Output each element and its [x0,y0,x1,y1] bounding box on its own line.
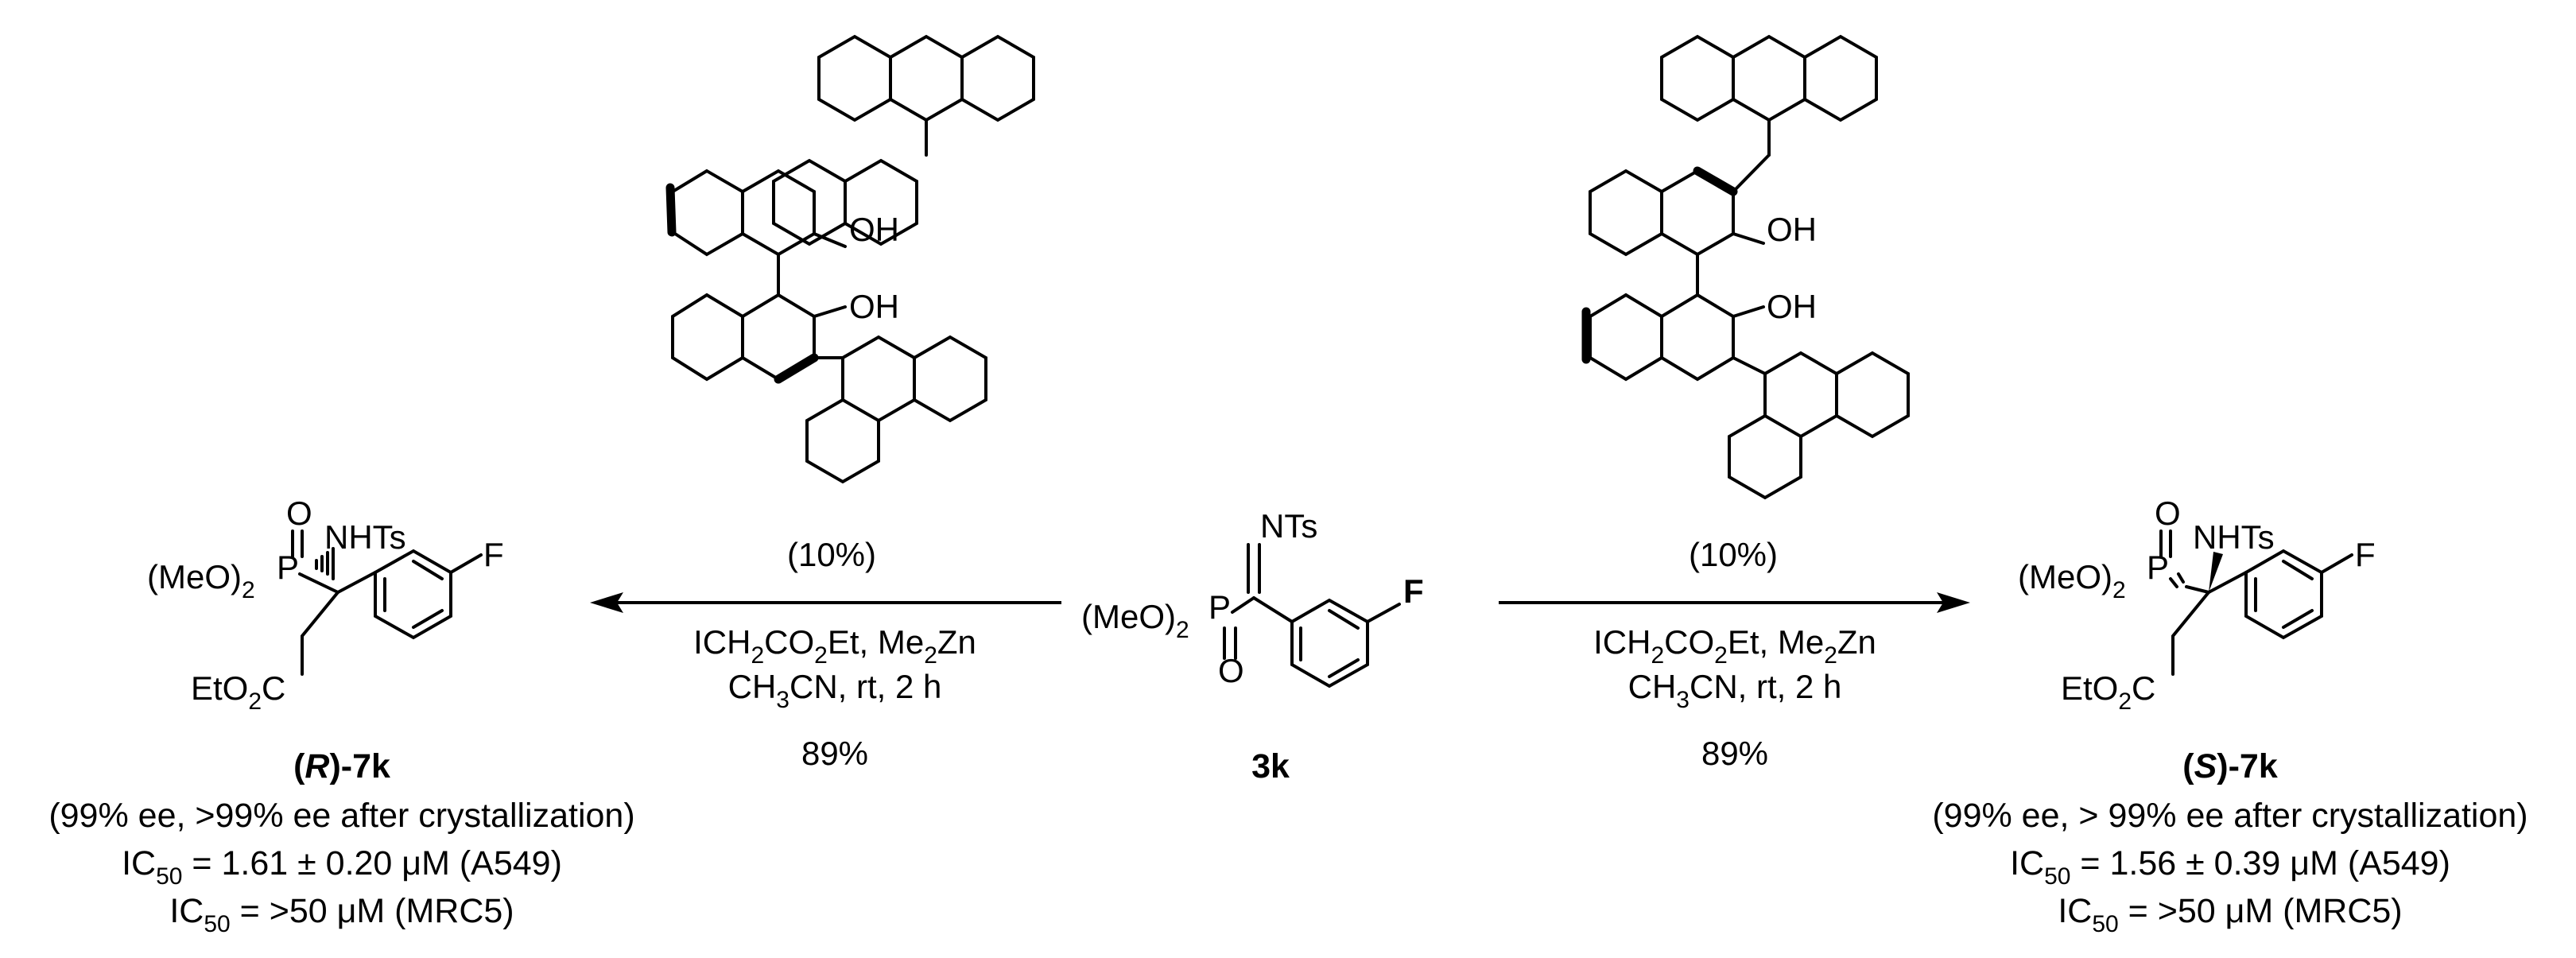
substrate-p: P [1208,588,1231,626]
product-left: O NHTs (MeO)2 P F EtO2C (R)-7k (99% ee, … [48,495,634,937]
catalyst-left-oh-bottom: OH [849,288,899,325]
product-right-label: (S)-7k [2182,747,2278,785]
right-yield: 89% [1701,735,1768,772]
product-right-nhts: NHTs [2193,518,2275,556]
product-left-ee: (99% ee, >99% ee after crystallization) [48,797,634,835]
catalyst-right-oh-bottom: OH [1767,288,1817,325]
product-right-ic50-mrc5: IC50 = >50 μM (MRC5) [2058,892,2402,937]
catalyst-left-loading: (10%) [787,536,876,573]
catalyst-left: OH OH (10%) [665,34,1035,573]
catalyst-right-loading: (10%) [1689,536,1778,573]
product-left-nhts: NHTs [324,518,406,556]
left-yield: 89% [801,735,868,772]
left-reaction: ICH2CO2Et, Me2Zn CH3CN, rt, 2 h 89% [590,592,1061,772]
product-left-f: F [483,536,504,573]
substrate-label: 3k [1251,747,1290,785]
product-left-ic50-mrc5: IC50 = >50 μM (MRC5) [169,892,514,937]
product-right-ic50-a549: IC50 = 1.56 ± 0.39 μM (A549) [2010,844,2450,890]
substrate-nts: NTs [1260,507,1317,545]
catalyst-right: OH OH (10%) [1581,34,1910,573]
product-right-p: P [2147,549,2169,586]
product-right: O NHTs (MeO)2 P F EtO2C (S)-7k (99% ee, … [1932,495,2528,937]
substrate-o: O [1218,652,1244,689]
product-right-ee: (99% ee, > 99% ee after crystallization) [1932,797,2528,835]
product-right-hash-bond [2169,572,2185,588]
right-reagents-line2: CH3CN, rt, 2 h [1628,668,1842,713]
right-arrowhead [1937,592,1970,613]
product-right-o: O [2155,495,2181,532]
catalyst-right-oh-top: OH [1767,211,1817,248]
product-left-eto2c: EtO2C [191,669,285,715]
product-left-hash-wedge [315,547,335,580]
product-left-o: O [286,495,312,532]
catalyst-left-oh-top: OH [849,211,899,248]
left-reagents-line2: CH3CN, rt, 2 h [728,668,942,713]
left-arrowhead [590,592,623,613]
product-right-eto2c: EtO2C [2061,669,2155,715]
product-right-f: F [2355,536,2376,573]
product-left-label: (R)-7k [293,747,390,785]
product-left-p: P [277,549,299,586]
substrate-3k: NTs (MeO)2 P O F 3k [1081,507,1424,785]
product-left-ic50-a549: IC50 = 1.61 ± 0.20 μM (A549) [122,844,562,890]
substrate-meo: (MeO)2 [1081,598,1189,643]
substrate-f: F [1403,572,1424,610]
left-reagents-line1: ICH2CO2Et, Me2Zn [693,623,976,669]
product-right-wedge [2209,552,2223,592]
right-reagents-line1: ICH2CO2Et, Me2Zn [1593,623,1876,669]
right-reaction: ICH2CO2Et, Me2Zn CH3CN, rt, 2 h 89% [1499,592,1970,772]
product-left-meo: (MeO)2 [147,558,255,603]
product-right-meo: (MeO)2 [2018,558,2126,603]
